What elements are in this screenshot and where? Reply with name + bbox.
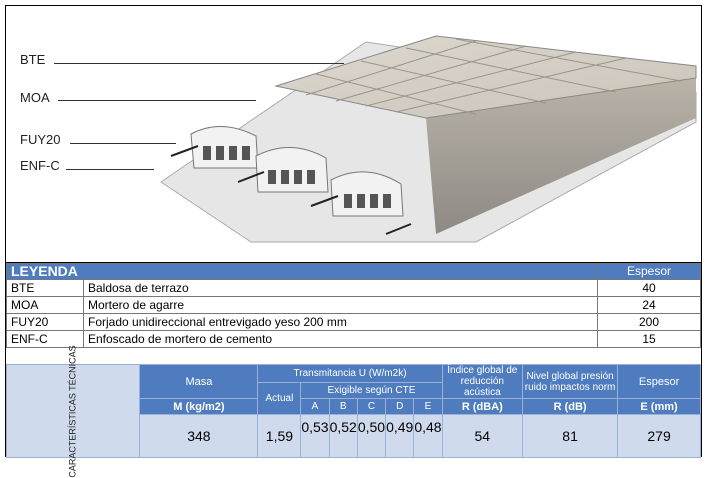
cte-zone: E <box>413 398 443 415</box>
terrazzo-tiles <box>274 35 697 119</box>
hollow-blocks <box>170 125 412 235</box>
legend-description: Baldosa de terrazo <box>83 279 598 297</box>
legend-code: BTE <box>6 279 84 297</box>
legend-title: LEYENDA <box>6 263 598 280</box>
legend-header-row: LEYENDA Espesor <box>6 263 701 280</box>
legend-thickness: 40 <box>597 279 701 297</box>
cte-zone: D <box>385 398 415 415</box>
legend-thickness: 24 <box>597 296 701 314</box>
cte-value: 0,53 <box>300 414 330 458</box>
legend-description: Forjado unidireccional entrevigado yeso … <box>83 313 598 331</box>
thickness-value: 279 <box>617 414 701 458</box>
label-enfc: ENF-C <box>20 158 60 173</box>
leader-bte <box>54 63 344 64</box>
mass-value: 348 <box>139 414 259 458</box>
legend-row: ENF-C Enfoscado de mortero de cemento 15 <box>6 330 701 348</box>
actual-header: Actual <box>257 382 302 415</box>
cte-value: 0,48 <box>413 414 443 458</box>
cte-value: 0,52 <box>328 414 358 458</box>
legend-table: LEYENDA Espesor BTE Baldosa de terrazo 4… <box>6 263 701 348</box>
legend-description: Enfoscado de mortero de cemento <box>83 330 598 348</box>
legend-code: MOA <box>6 296 84 314</box>
cte-value: 0,49 <box>385 414 415 458</box>
legend-code: ENF-C <box>6 330 84 348</box>
floor-section-illustration: BTE MOA FUY20 ENF-C <box>6 6 701 263</box>
acoustic-value: 54 <box>441 414 524 458</box>
impact-header: Nivel global presión ruido impactos norm <box>522 364 619 399</box>
impact-unit: R (dB) <box>522 398 619 415</box>
acoustic-unit: R (dBA) <box>441 398 524 415</box>
acoustic-header: Índice global de reducción acústica <box>441 364 524 399</box>
legend-code: FUY20 <box>6 313 84 331</box>
technical-characteristics-table: CARACTERÍSTICAS TÉCNICAS Masa Transmitan… <box>5 345 701 478</box>
legend-row: FUY20 Forjado unidireccional entrevigado… <box>6 313 701 331</box>
cte-header: Exigible según CTE <box>300 382 443 399</box>
legend-description: Mortero de agarre <box>83 296 598 314</box>
mortar-edge <box>426 78 696 234</box>
leader-fuy20 <box>70 143 176 144</box>
leader-enfc <box>66 169 154 170</box>
impact-value: 81 <box>522 414 619 458</box>
cte-zone: C <box>356 398 387 415</box>
label-bte: BTE <box>20 52 46 67</box>
transmittance-header: Transmitancia U (W/m2k) <box>257 364 443 383</box>
cte-zone: A <box>300 398 330 415</box>
floor-slab-drawing <box>160 35 697 243</box>
legend-thickness-header: Espesor <box>597 263 701 280</box>
label-moa: MOA <box>20 90 50 105</box>
cte-zone: B <box>328 398 358 415</box>
legend-thickness: 15 <box>597 330 701 348</box>
legend-row: BTE Baldosa de terrazo 40 <box>6 279 701 297</box>
legend-thickness: 200 <box>597 313 701 331</box>
leader-moa <box>58 100 256 101</box>
legend-row: MOA Mortero de agarre 24 <box>6 296 701 314</box>
thickness-unit: E (mm) <box>617 398 701 415</box>
actual-value: 1,59 <box>257 414 302 458</box>
thickness-header: Espesor <box>617 364 701 399</box>
label-fuy20: FUY20 <box>20 132 61 147</box>
mass-header: Masa <box>139 364 259 399</box>
cte-value: 0,50 <box>356 414 387 458</box>
mass-unit: M (kg/m2) <box>139 398 259 415</box>
characteristics-side-label: CARACTERÍSTICAS TÉCNICAS <box>5 345 141 478</box>
